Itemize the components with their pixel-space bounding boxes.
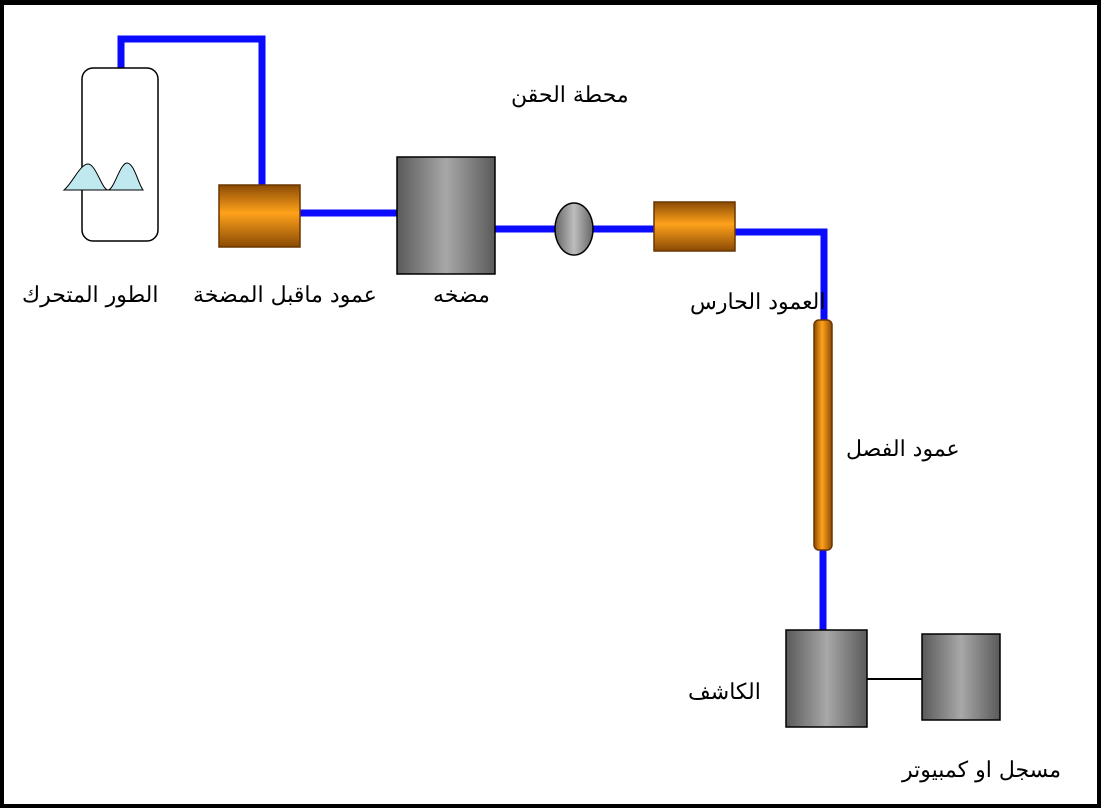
- label-recorder: مسجل او كمبيوتر: [902, 758, 1062, 783]
- label-separation-column: عمود الفصل: [846, 437, 960, 462]
- guard-column: [653, 201, 736, 252]
- separation-column: [813, 319, 833, 551]
- detector: [785, 629, 868, 728]
- label-mobile-phase: الطور المتحرك: [22, 283, 159, 308]
- tubing: [117, 35, 828, 630]
- recorder: [921, 633, 1001, 721]
- label-injection-station: محطة الحقن: [511, 83, 629, 108]
- tubing-guard-to-separation: [735, 228, 828, 320]
- injection-valve: [554, 202, 594, 256]
- label-guard-column: العمود الحارس: [690, 290, 826, 315]
- label-pre-pump-column: عمود ماقبل المضخة: [193, 283, 377, 308]
- mobile-phase-reservoir: [62, 67, 159, 242]
- label-detector: الكاشف: [688, 680, 761, 705]
- label-pump: مضخه: [433, 283, 490, 308]
- pump: [396, 156, 496, 275]
- pre-pump-column: [218, 184, 301, 248]
